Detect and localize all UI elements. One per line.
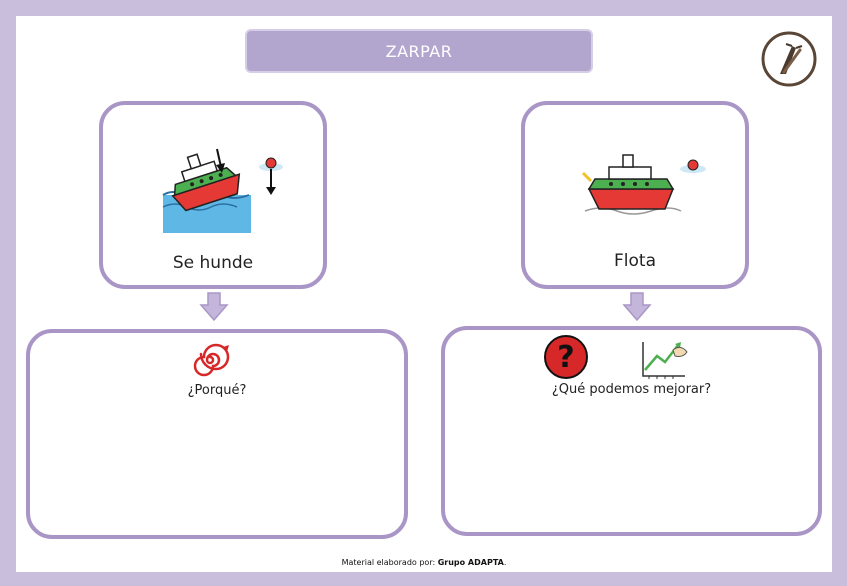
svg-text:?: ? (557, 340, 574, 375)
footer-author: Grupo ADAPTA (437, 558, 504, 567)
question-mark-icon: ? (544, 335, 588, 379)
footer-prefix: Material elaborado por: (341, 558, 436, 567)
down-arrow-icon (199, 292, 229, 322)
worksheet: ZARPAR Se hunde (16, 16, 832, 572)
outcome-floats-label: Flota (614, 251, 656, 271)
improve-chart-icon (642, 342, 688, 379)
page-title: ZARPAR (385, 41, 453, 61)
logo-icon (761, 31, 817, 87)
outcome-sinks-label: Se hunde (172, 253, 254, 273)
title-banner: ZARPAR (245, 29, 593, 73)
footer-suffix: . (503, 558, 507, 567)
why-card: ¿Porqué? (26, 329, 408, 539)
down-arrow-icon (622, 292, 652, 322)
footer-credit: Material elaborado por: Grupo ADAPTA. (16, 558, 832, 567)
spiral-icon (193, 343, 230, 377)
outcome-sinks-card: Se hunde (99, 101, 327, 289)
improve-label: ¿Qué podemos mejorar? (551, 382, 712, 397)
outcome-floats-card: Flota (521, 101, 749, 289)
why-label: ¿Porqué? (187, 383, 247, 398)
floating-ship-icon (581, 154, 706, 215)
sinking-ship-icon (162, 148, 283, 233)
improve-card: ? ¿Qué podemos mejorar? (441, 326, 822, 536)
